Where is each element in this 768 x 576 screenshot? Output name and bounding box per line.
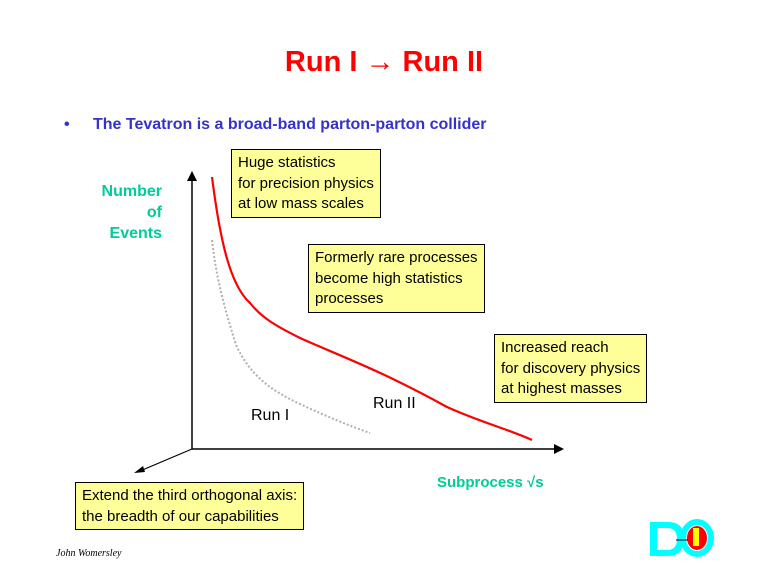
d0-logo-d-icon	[650, 522, 684, 556]
low-mass-callout: Huge statistics for precision physics at…	[231, 149, 381, 218]
run2-label: Run II	[373, 395, 416, 412]
bullet-text: The Tevatron is a broad-band parton-part…	[93, 116, 487, 133]
third-axis-arrow-icon	[134, 466, 145, 473]
author-footer: John Womersley	[56, 548, 122, 559]
rare-processes-callout: Formerly rare processes become high stat…	[308, 244, 485, 313]
y-label-line: of	[146, 204, 162, 221]
y-axis-label: Number of Events	[82, 181, 162, 244]
run1-label: Run I	[251, 407, 290, 424]
third-axis-callout: Extend the third orthogonal axis: the br…	[75, 482, 305, 530]
y-label-line: Events	[109, 225, 162, 242]
y-label-line: Number	[101, 183, 162, 200]
d0-logo-o-icon	[680, 519, 714, 557]
slide-title: Run I → Run II	[284, 46, 484, 78]
run1-curve	[211, 239, 371, 434]
x-axis-label: Subprocess √s	[437, 474, 544, 491]
discovery-reach-callout: Increased reach for discovery physics at…	[494, 334, 648, 403]
d0-logo-stripe-icon	[693, 528, 699, 546]
y-axis-arrow-icon	[187, 171, 197, 181]
run2-curve	[210, 176, 533, 442]
third-axis	[139, 448, 193, 472]
bullet-icon: •	[64, 116, 70, 133]
x-axis-arrow-icon	[554, 444, 564, 454]
